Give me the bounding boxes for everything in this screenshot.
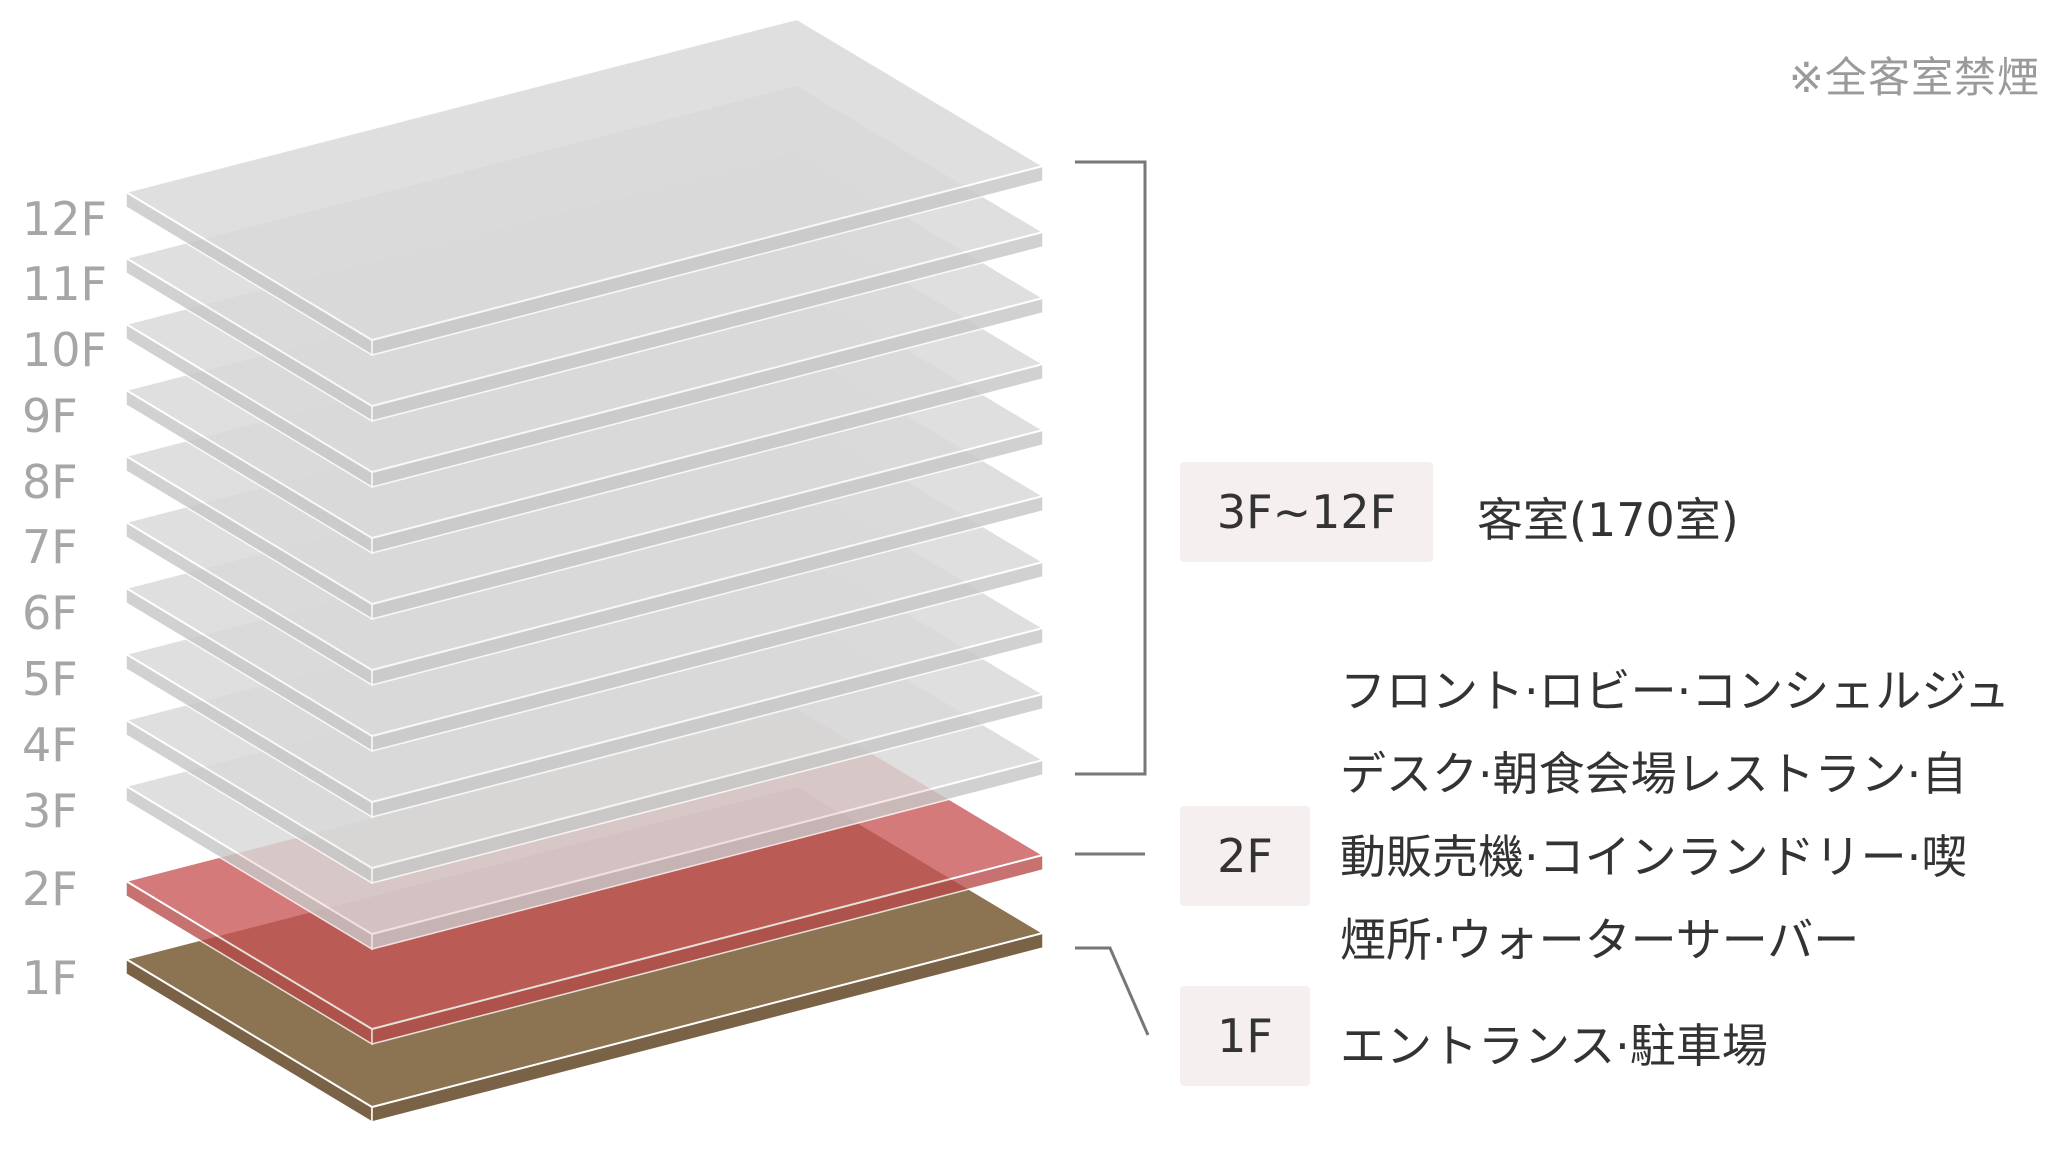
floor-label-11f: 11F	[22, 257, 107, 311]
tag-1f: 1F	[1180, 986, 1310, 1086]
floor-label-4f: 4F	[22, 718, 78, 772]
tag-guest-floors: 3F~12F	[1180, 462, 1433, 562]
desc-2f-line-4: 煙所·ウォーターサーバー	[1340, 913, 1860, 967]
floor-label-12f: 12F	[22, 192, 107, 246]
floor-label-5f: 5F	[22, 652, 78, 706]
floor-label-10f: 10F	[22, 323, 107, 377]
floor-label-6f: 6F	[22, 586, 78, 640]
leader-1f	[1075, 946, 1150, 1036]
floor-label-2f: 2F	[22, 862, 78, 916]
floor-label-9f: 9F	[22, 389, 78, 443]
plate-12f-top	[123, 17, 1046, 342]
desc-2f-line-2: デスク·朝食会場レストラン·自	[1340, 747, 1968, 801]
non-smoking-note: ※全客室禁煙	[1788, 53, 2040, 102]
desc-1f: エントランス·駐車場	[1340, 1019, 1768, 1073]
desc-2f-line-3: 動販売機·コインランドリー·喫	[1340, 830, 1968, 884]
plate-12f	[123, 17, 1046, 357]
desc-guest-floors: 客室(170室)	[1477, 493, 1739, 547]
floor-label-8f: 8F	[22, 455, 78, 509]
floor-label-7f: 7F	[22, 520, 78, 574]
bracket-guest-floors	[1075, 160, 1147, 776]
desc-2f: フロント·ロビー·コンシェルジュ デスク·朝食会場レストラン·自 動販売機·コイ…	[1340, 650, 2010, 982]
tag-2f: 2F	[1180, 806, 1310, 906]
floor-label-1f: 1F	[22, 951, 78, 1005]
desc-2f-line-1: フロント·ロビー·コンシェルジュ	[1340, 664, 2011, 718]
floor-label-3f: 3F	[22, 784, 78, 838]
